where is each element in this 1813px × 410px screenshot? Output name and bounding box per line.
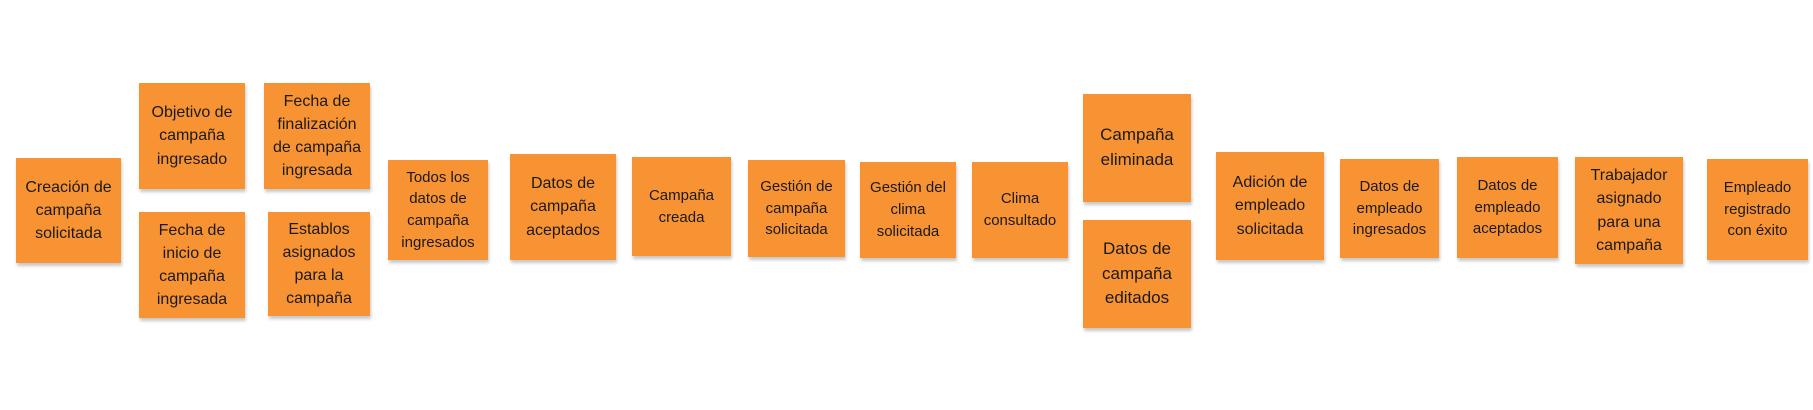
sticky-note-text: Datos de campaña aceptados xyxy=(526,175,600,239)
sticky-note[interactable]: Campaña creada xyxy=(632,157,731,256)
sticky-note-text: Gestión de campaña solicitada xyxy=(760,177,833,239)
sticky-note[interactable]: Trabajador asignado para una campaña xyxy=(1575,157,1683,264)
sticky-note[interactable]: Fecha de inicio de campaña ingresada xyxy=(139,212,245,318)
sticky-note-text: Clima consultado xyxy=(983,190,1057,229)
sticky-note[interactable]: Gestión del clima solicitada xyxy=(860,162,956,258)
sticky-note[interactable]: Datos de empleado aceptados xyxy=(1457,157,1558,258)
sticky-note-text: Establos asignados para la campaña xyxy=(282,220,356,308)
sticky-note-text: Creación de campaña solicitada xyxy=(25,178,112,243)
sticky-note-text: Datos de campaña editados xyxy=(1102,239,1172,308)
sticky-note[interactable]: Campaña eliminada xyxy=(1083,94,1191,202)
sticky-note[interactable]: Adición de empleado solicitada xyxy=(1216,152,1324,260)
sticky-note[interactable]: Todos los datos de campaña ingresados xyxy=(388,160,488,260)
sticky-note-text: Fecha de inicio de campaña ingresada xyxy=(156,221,228,309)
sticky-note[interactable]: Datos de campaña aceptados xyxy=(510,154,616,260)
sticky-note[interactable]: Empleado registrado con éxito xyxy=(1707,159,1808,260)
sticky-note-text: Datos de empleado ingresados xyxy=(1352,177,1427,239)
sticky-note-text: Campaña eliminada xyxy=(1100,125,1174,169)
sticky-note-text: Fecha de finalización de campaña ingresa… xyxy=(272,92,362,180)
sticky-note[interactable]: Datos de empleado ingresados xyxy=(1340,159,1439,258)
sticky-note-text: Objetivo de campaña ingresado xyxy=(151,104,233,168)
sticky-note[interactable]: Creación de campaña solicitada xyxy=(16,158,121,263)
sticky-note-text: Todos los datos de campaña ingresados xyxy=(401,168,475,251)
sticky-note-text: Gestión del clima solicitada xyxy=(870,179,946,240)
sticky-note[interactable]: Establos asignados para la campaña xyxy=(268,212,370,316)
sticky-note-text: Adición de empleado solicitada xyxy=(1232,174,1308,238)
sticky-note-text: Empleado registrado con éxito xyxy=(1723,178,1792,240)
sticky-note[interactable]: Datos de campaña editados xyxy=(1083,220,1191,328)
sticky-note[interactable]: Objetivo de campaña ingresado xyxy=(139,83,245,189)
sticky-note-text: Trabajador asignado para una campaña xyxy=(1590,167,1668,254)
sticky-note[interactable]: Gestión de campaña solicitada xyxy=(748,160,845,257)
sticky-note[interactable]: Fecha de finalización de campaña ingresa… xyxy=(264,83,370,189)
sticky-note[interactable]: Clima consultado xyxy=(972,162,1068,258)
sticky-note-text: Datos de empleado aceptados xyxy=(1472,176,1543,238)
sticky-note-text: Campaña creada xyxy=(648,186,715,226)
